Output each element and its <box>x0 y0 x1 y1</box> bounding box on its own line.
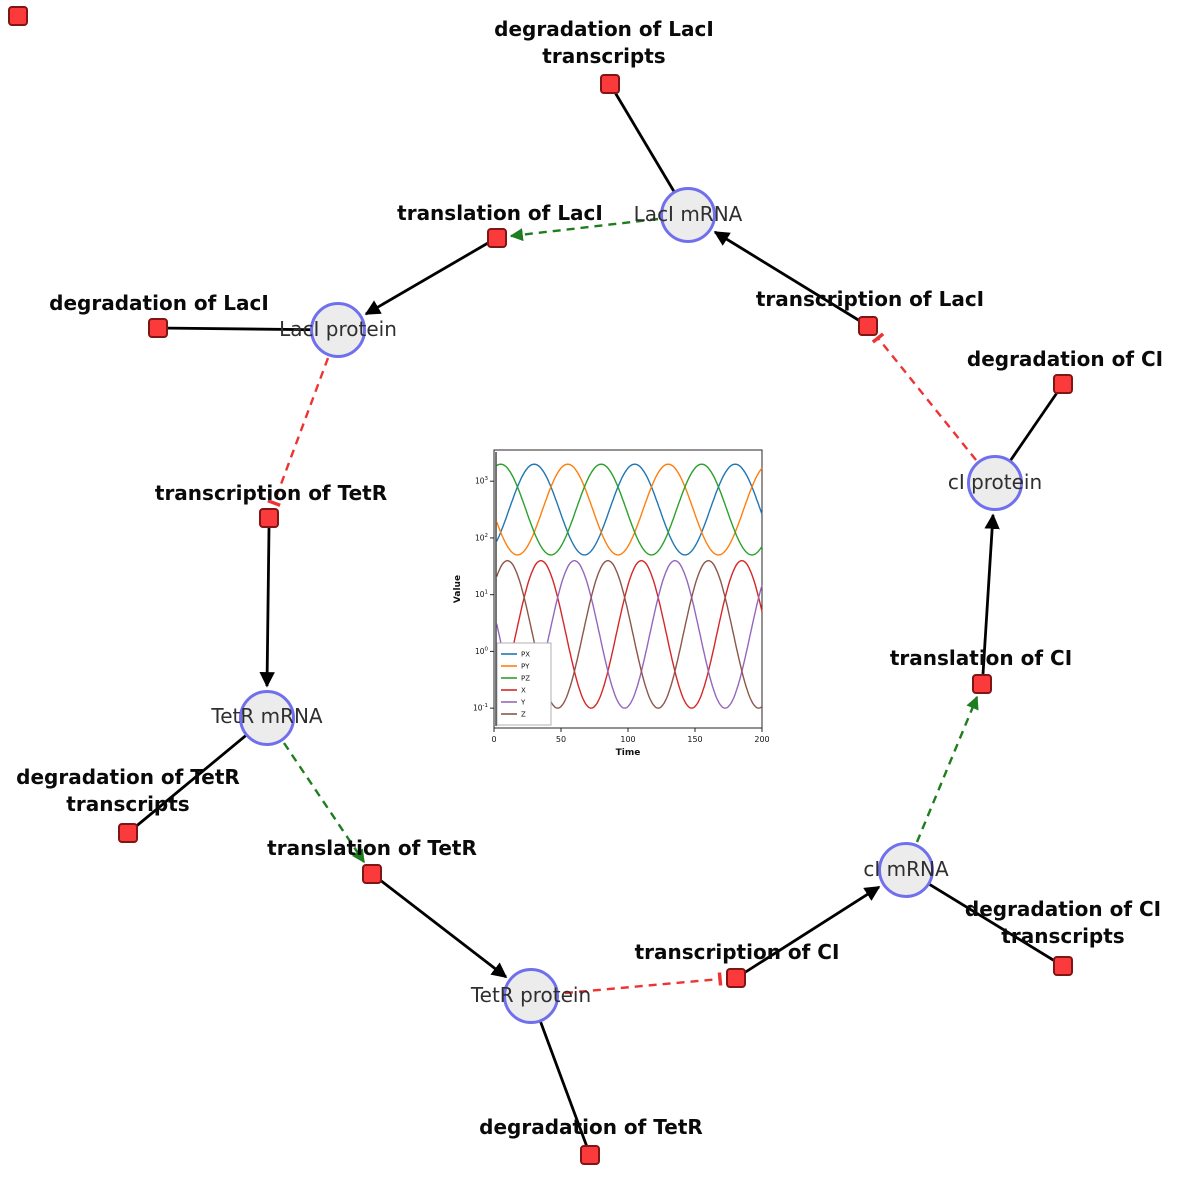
legend-label-PZ: PZ <box>521 675 530 683</box>
reaction-node-transcription-ci <box>726 968 746 988</box>
species-label-laci-mrna: LacI mRNA <box>633 202 743 226</box>
x-tick-label: 0 <box>491 735 496 744</box>
x-tick-label: 100 <box>620 735 635 744</box>
reaction-node-degradation-ci <box>1053 374 1073 394</box>
legend-label-Z: Z <box>521 711 526 719</box>
edge-transcription-tetr-to-tetr-mrna <box>259 527 275 688</box>
reaction-label-degradation-ci: degradation of CI <box>966 347 1164 371</box>
species-label-laci-protein: LacI protein <box>279 317 397 341</box>
reaction-node-degradation-laci <box>148 318 168 338</box>
edge-ci-protein-inhibits-transcription-laci <box>871 332 977 461</box>
species-label-tetr-protein: TetR protein <box>470 983 592 1007</box>
reaction-node-translation-ci <box>972 674 992 694</box>
x-tick-label: 150 <box>687 735 702 744</box>
reaction-label-degradation-tetr-transcripts: degradation of TetR transcripts <box>16 765 240 816</box>
species-label-ci-mrna: cI mRNA <box>863 857 949 881</box>
reaction-node-degradation-ci-transcripts <box>1053 956 1073 976</box>
reaction-label-degradation-laci: degradation of LacI <box>49 291 269 315</box>
reaction-node-transcription-tetr <box>259 508 279 528</box>
legend-box <box>496 642 552 726</box>
y-axis-label: Value <box>453 575 463 603</box>
reaction-label-transcription-laci: transcription of LacI <box>755 287 985 311</box>
x-tick-label: 200 <box>754 735 769 744</box>
reaction-label-translation-tetr: translation of TetR <box>267 836 477 860</box>
reaction-label-degradation-ci-transcripts: degradation of CI transcripts <box>964 897 1162 948</box>
y-tick-label: 10-1 <box>473 703 488 713</box>
reaction-node-translation-laci <box>487 228 507 248</box>
reaction-label-degradation-tetr: degradation of TetR <box>479 1115 703 1139</box>
corner-reaction-node <box>8 6 28 26</box>
legend-label-X: X <box>521 687 526 695</box>
y-tick-label: 101 <box>475 590 488 600</box>
reaction-label-transcription-ci: transcription of CI <box>634 940 840 964</box>
series-X <box>496 559 763 709</box>
reaction-label-translation-ci: translation of CI <box>889 646 1073 670</box>
species-label-tetr-mrna: TetR mRNA <box>211 704 323 728</box>
reaction-label-transcription-tetr: transcription of TetR <box>154 481 388 505</box>
species-label-ci-protein: cI protein <box>947 470 1043 494</box>
edge-ci-mrna-modifier-translation <box>915 695 979 843</box>
reaction-label-degradation-laci-transcripts: degradation of LacI transcripts <box>494 17 714 68</box>
legend-label-PX: PX <box>521 651 530 659</box>
reaction-node-degradation-laci-transcripts <box>600 74 620 94</box>
y-tick-label: 100 <box>475 646 489 656</box>
reaction-label-translation-laci: translation of LacI <box>397 201 603 225</box>
edge-translation-laci-to-laci-protein <box>364 241 489 316</box>
edge-translation-tetr-to-tetr-protein <box>379 878 508 979</box>
x-axis-label: Time <box>616 748 641 758</box>
legend-label-PY: PY <box>521 663 530 671</box>
x-tick-label: 50 <box>556 735 566 744</box>
series-PY <box>496 463 763 556</box>
reaction-node-translation-tetr <box>362 864 382 884</box>
legend-label-Y: Y <box>520 699 526 707</box>
series-PX <box>496 463 763 556</box>
reaction-node-degradation-tetr <box>580 1145 600 1165</box>
y-tick-label: 103 <box>475 476 489 486</box>
series-PZ <box>496 463 763 556</box>
reaction-node-degradation-tetr-transcripts <box>118 823 138 843</box>
y-tick-label: 102 <box>475 533 488 543</box>
reaction-node-transcription-laci <box>858 316 878 336</box>
